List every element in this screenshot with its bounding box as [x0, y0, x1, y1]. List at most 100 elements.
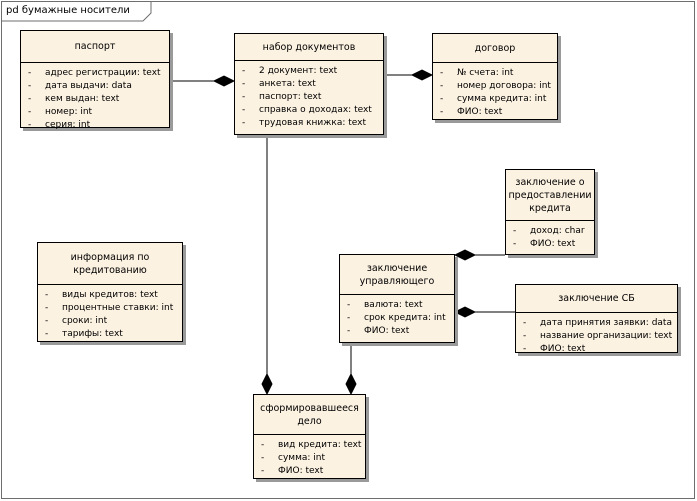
attribute-row: -номер: int [28, 106, 169, 119]
visibility-marker: - [523, 331, 527, 341]
type-separator: : [105, 81, 112, 91]
attribute-type: text [654, 331, 673, 341]
attribute-row: -доход: char [513, 225, 594, 238]
attribute-name: 2 документ [259, 66, 314, 76]
visibility-marker: - [45, 316, 49, 326]
attribute-type: int [539, 81, 551, 91]
class-sb-conclusion[interactable]: заключение СБ -дата принятия заявки: dat… [515, 284, 678, 356]
attribute-type: text [319, 66, 338, 76]
attribute-row: -сроки: int [45, 315, 182, 328]
visibility-marker: - [28, 94, 32, 104]
attribute-name: ФИО [364, 326, 386, 336]
composition-diamond-passport [212, 75, 236, 87]
type-separator: : [645, 318, 652, 328]
class-name: заключение о предоставлении кредита [506, 170, 594, 221]
attribute-name: название организации [540, 331, 649, 341]
visibility-marker: - [347, 313, 351, 323]
attribute-list: -адрес регистрации: text-дата выдачи: da… [21, 63, 169, 132]
visibility-marker: - [28, 81, 32, 91]
attribute-type: text [142, 68, 161, 78]
attribute-name: номер [45, 107, 75, 117]
attribute-name: срок кредита [364, 313, 428, 323]
visibility-marker: - [347, 300, 351, 310]
attribute-type: text [343, 440, 362, 450]
visibility-marker: - [242, 66, 246, 76]
visibility-marker: - [513, 239, 517, 249]
visibility-marker: - [242, 92, 246, 102]
attribute-list: -доход: char- ФИО: text [506, 221, 594, 251]
attribute-type: int [313, 453, 326, 463]
type-separator: : [89, 316, 96, 326]
class-passport[interactable]: паспорт -адрес регистрации: text-дата вы… [20, 30, 170, 130]
type-separator: : [561, 344, 568, 354]
attribute-row: -ФИО: text [440, 106, 557, 119]
class-document-set[interactable]: набор документов -2 документ: text-анкет… [234, 33, 384, 135]
visibility-marker: - [45, 290, 49, 300]
attribute-type: int [95, 316, 108, 326]
attribute-name: адрес регистрации [45, 68, 137, 78]
type-separator: : [551, 239, 558, 249]
attribute-type: text [303, 92, 322, 102]
attribute-type: text [298, 79, 316, 89]
diagram-frame-tab: pd бумажные носители [2, 2, 152, 22]
visibility-marker: - [28, 107, 32, 117]
attribute-row: -валюта: text [347, 299, 454, 312]
attribute-type: text [557, 239, 576, 249]
type-separator: : [136, 68, 143, 78]
visibility-marker: - [523, 344, 527, 354]
attribute-name: тарифы [62, 329, 100, 339]
visibility-marker: - [261, 466, 265, 476]
attribute-name: ФИО [530, 239, 552, 249]
visibility-marker: - [28, 68, 32, 78]
attribute-name: сумма кредита [457, 94, 529, 104]
visibility-marker: - [45, 303, 49, 313]
visibility-marker: - [242, 105, 246, 115]
attribute-type: data [111, 81, 132, 91]
attribute-row: -кем выдан: text [28, 93, 169, 106]
visibility-marker: - [242, 79, 246, 89]
type-separator: : [427, 313, 434, 323]
class-grant-conclusion[interactable]: заключение о предоставлении кредита -дох… [505, 169, 595, 255]
type-separator: : [72, 120, 79, 130]
attribute-name: ФИО [278, 466, 300, 476]
attribute-name: сумма [278, 453, 308, 463]
attribute-row: -дата выдачи: data [28, 80, 169, 93]
composition-diamond-docset-case [261, 372, 273, 396]
type-separator: : [528, 94, 535, 104]
type-separator: : [558, 226, 565, 236]
attribute-row: -ФИО: text [347, 325, 454, 338]
class-name: заключение управляющего [340, 255, 454, 295]
class-formed-case[interactable]: сформировавшееся дело -вид кредита: text… [253, 394, 366, 479]
attribute-name: валюта [364, 300, 399, 310]
class-manager-conclusion[interactable]: заключение управляющего - валюта: text - ср… [339, 254, 455, 343]
attribute-row: -ФИО: text [523, 343, 677, 356]
attribute-type: text [101, 94, 120, 104]
class-contract[interactable]: договор -№ счета: int-номер договора: in… [432, 33, 558, 120]
attribute-type: text [391, 326, 410, 336]
composition-diamond-manager-case [345, 372, 357, 396]
visibility-marker: - [347, 326, 351, 336]
attribute-row: - адрес регистрации: text [28, 67, 169, 80]
visibility-marker: - [440, 107, 444, 117]
attribute-type: text [567, 344, 586, 354]
type-separator: : [533, 81, 540, 91]
visibility-marker: - [45, 329, 49, 339]
attribute-row: -сумма: int [261, 452, 365, 465]
type-separator: : [648, 331, 655, 341]
attribute-row: -серия: int [28, 119, 169, 132]
attribute-type: text [404, 300, 423, 310]
visibility-marker: - [261, 453, 265, 463]
attribute-type: text [305, 466, 324, 476]
attribute-row: - ФИО: text [513, 238, 594, 251]
attribute-type: int [78, 120, 91, 130]
attribute-list: -вид кредита: text-сумма: int-ФИО: text [254, 435, 365, 478]
attribute-name: справка о доходах [259, 105, 349, 115]
attribute-name: анкета [259, 79, 293, 89]
class-loan-info[interactable]: информация по кредитованию -виды кредито… [37, 242, 183, 342]
attribute-type: int [501, 68, 514, 78]
attribute-name: кем выдан [45, 94, 96, 104]
attribute-type: text [105, 329, 123, 339]
attribute-type: text [354, 105, 372, 115]
attribute-row: -ФИО: text [261, 465, 365, 478]
